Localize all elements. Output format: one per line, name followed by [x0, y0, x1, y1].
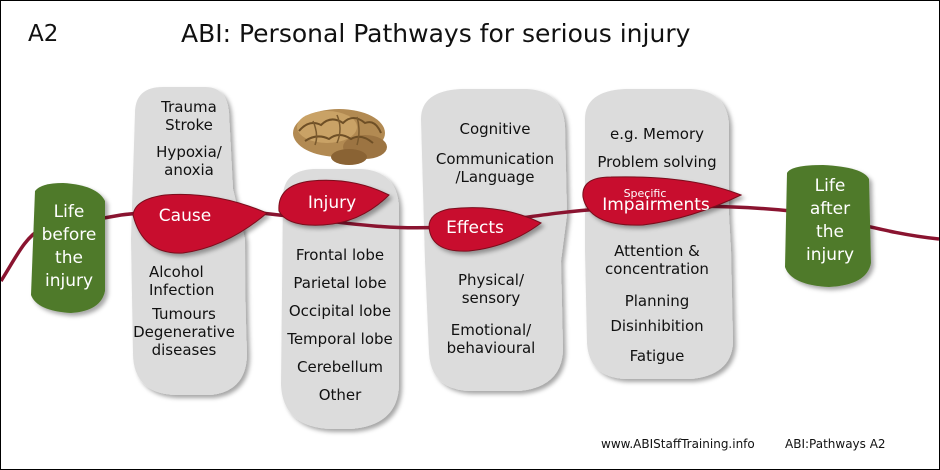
cause-below-list: Alcohol Infection Tumours Degenerative d… [129, 263, 239, 359]
injury-panel [281, 169, 399, 429]
cause-item: Degenerative [133, 323, 235, 341]
impairments-leaf [582, 176, 743, 226]
effects-item: /Language [455, 168, 535, 186]
effects-below-list: Physical/ sensory Emotional/ behavioural [431, 271, 551, 357]
effects-item: Emotional/ [450, 321, 532, 339]
injury-item: Other [318, 386, 362, 404]
effects-item: behavioural [446, 339, 536, 357]
start-node-label: Life before the injury [38, 201, 100, 293]
start-label-line: the [55, 248, 83, 268]
impairments-label: Impairments [602, 195, 710, 215]
injury-item: Occipital lobe [288, 302, 392, 320]
effects-item: Physical/ [457, 271, 525, 289]
impairments-item: concentration [605, 260, 709, 278]
impairments-item: Fatigue [629, 347, 685, 365]
end-label-line: injury [805, 245, 855, 265]
page-title: ABI: Personal Pathways for serious injur… [181, 19, 691, 48]
cause-item: Hypoxia/ [156, 143, 222, 161]
impairments-item: Attention & [614, 242, 700, 260]
impairments-item: e.g. Memory [609, 125, 705, 143]
footer-website[interactable]: www.ABIStaffTraining.info [601, 437, 755, 451]
effects-item: Cognitive [459, 120, 531, 138]
impairments-item: Disinhibition [610, 317, 704, 335]
start-label-line: injury [44, 271, 94, 291]
cause-above-list: Trauma Stroke Hypoxia/ anoxia [137, 98, 241, 179]
impairments-item: Problem solving [597, 153, 717, 171]
injury-leaf [278, 179, 390, 226]
end-label-line: the [816, 222, 844, 242]
end-label-line: after [809, 199, 851, 219]
effects-item: sensory [461, 289, 521, 307]
effects-label: Effects [446, 218, 504, 238]
footer-code: ABI:Pathways A2 [785, 437, 886, 451]
impairments-below-list: Attention & concentration Planning Disin… [587, 242, 727, 365]
impairments-item: Planning [624, 292, 690, 310]
injury-label: Injury [307, 193, 357, 213]
cause-label: Cause [158, 206, 212, 226]
cause-item: Infection [149, 281, 215, 299]
start-label-line: before [41, 225, 97, 245]
start-node [31, 183, 105, 313]
brain-image [293, 109, 387, 165]
slide-code: A2 [28, 21, 59, 47]
cause-item: Tumours [152, 305, 216, 323]
cause-leaf [132, 193, 268, 254]
impairments-panel [585, 89, 733, 379]
injury-item: Parietal lobe [293, 274, 387, 292]
cause-item: diseases [151, 341, 217, 359]
injury-item: Frontal lobe [295, 246, 385, 264]
effects-above-list: Cognitive Communication /Language [427, 120, 563, 186]
end-node [785, 165, 871, 287]
cause-item: Stroke [165, 116, 213, 134]
injury-list: Frontal lobe Parietal lobe Occipital lob… [281, 241, 399, 409]
cause-item: anoxia [164, 161, 214, 179]
cause-item: Alcohol [149, 263, 204, 281]
cause-item: Trauma [161, 98, 217, 116]
end-label-line: Life [814, 176, 846, 196]
end-node-label: Life after the injury [797, 175, 863, 267]
injury-item: Temporal lobe [287, 330, 393, 348]
injury-item: Cerebellum [297, 358, 383, 376]
start-label-line: Life [53, 202, 85, 222]
impairments-qualifier: Specific [623, 187, 667, 200]
effects-item: Communication [435, 150, 555, 168]
impairments-above-list: e.g. Memory Problem solving [587, 120, 727, 176]
effects-leaf [428, 207, 542, 252]
